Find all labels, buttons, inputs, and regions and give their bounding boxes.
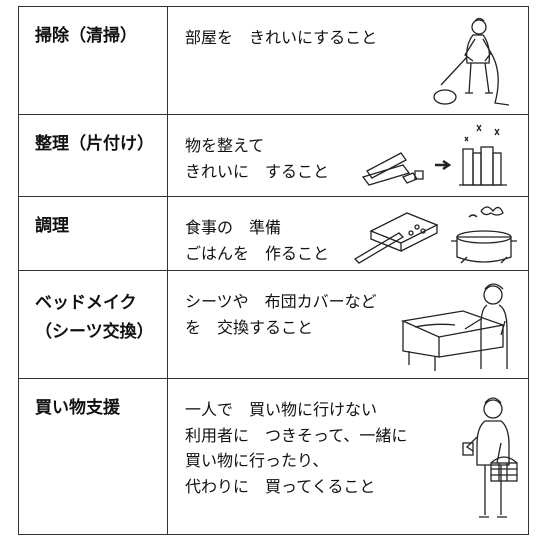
table-row: 買い物支援 一人で 買い物に行けない 利用者に つきそって、一緒に 買い物に行っ… (19, 378, 528, 535)
column-divider (167, 197, 168, 270)
tidying-books-icon (355, 119, 515, 193)
table-row: 整理（片付け） 物を整えて きれいに すること (19, 114, 528, 196)
desc-cooking: 食事の 準備 ごはんを 作ること (185, 218, 330, 263)
table-row: ベッドメイク （シーツ交換） シーツや 布団カバーなど を 交換すること (19, 270, 528, 378)
term-bed-making: ベッドメイク （シーツ交換） (35, 293, 154, 342)
care-tasks-table: 掃除（清掃） 部屋を きれいにすること 整理（片付け） 物を整えて きれいに す… (18, 6, 529, 535)
cooking-pot-icon (351, 201, 523, 269)
desc-tidying: 物を整えて きれいに すること (185, 136, 330, 181)
bed-making-icon (395, 275, 525, 375)
term-tidying: 整理（片付け） (35, 134, 154, 154)
desc-cleaning: 部屋を きれいにすること (185, 28, 378, 47)
desc-shopping: 一人で 買い物に行けない 利用者に つきそって、一緒に 買い物に行ったり、 代わ… (185, 400, 408, 496)
table-row: 調理 食事の 準備 ごはんを 作ること (19, 196, 528, 270)
column-divider (167, 271, 168, 378)
term-cooking: 調理 (35, 216, 69, 236)
desc-bed-making: シーツや 布団カバーなど を 交換すること (185, 292, 377, 337)
column-divider (167, 7, 168, 114)
table-row: 掃除（清掃） 部屋を きれいにすること (19, 6, 528, 114)
column-divider (167, 379, 168, 534)
shopping-basket-icon (461, 393, 523, 529)
term-cleaning: 掃除（清掃） (35, 26, 137, 46)
column-divider (167, 115, 168, 196)
term-shopping: 買い物支援 (35, 398, 120, 418)
vacuum-cleaning-icon (431, 13, 511, 109)
